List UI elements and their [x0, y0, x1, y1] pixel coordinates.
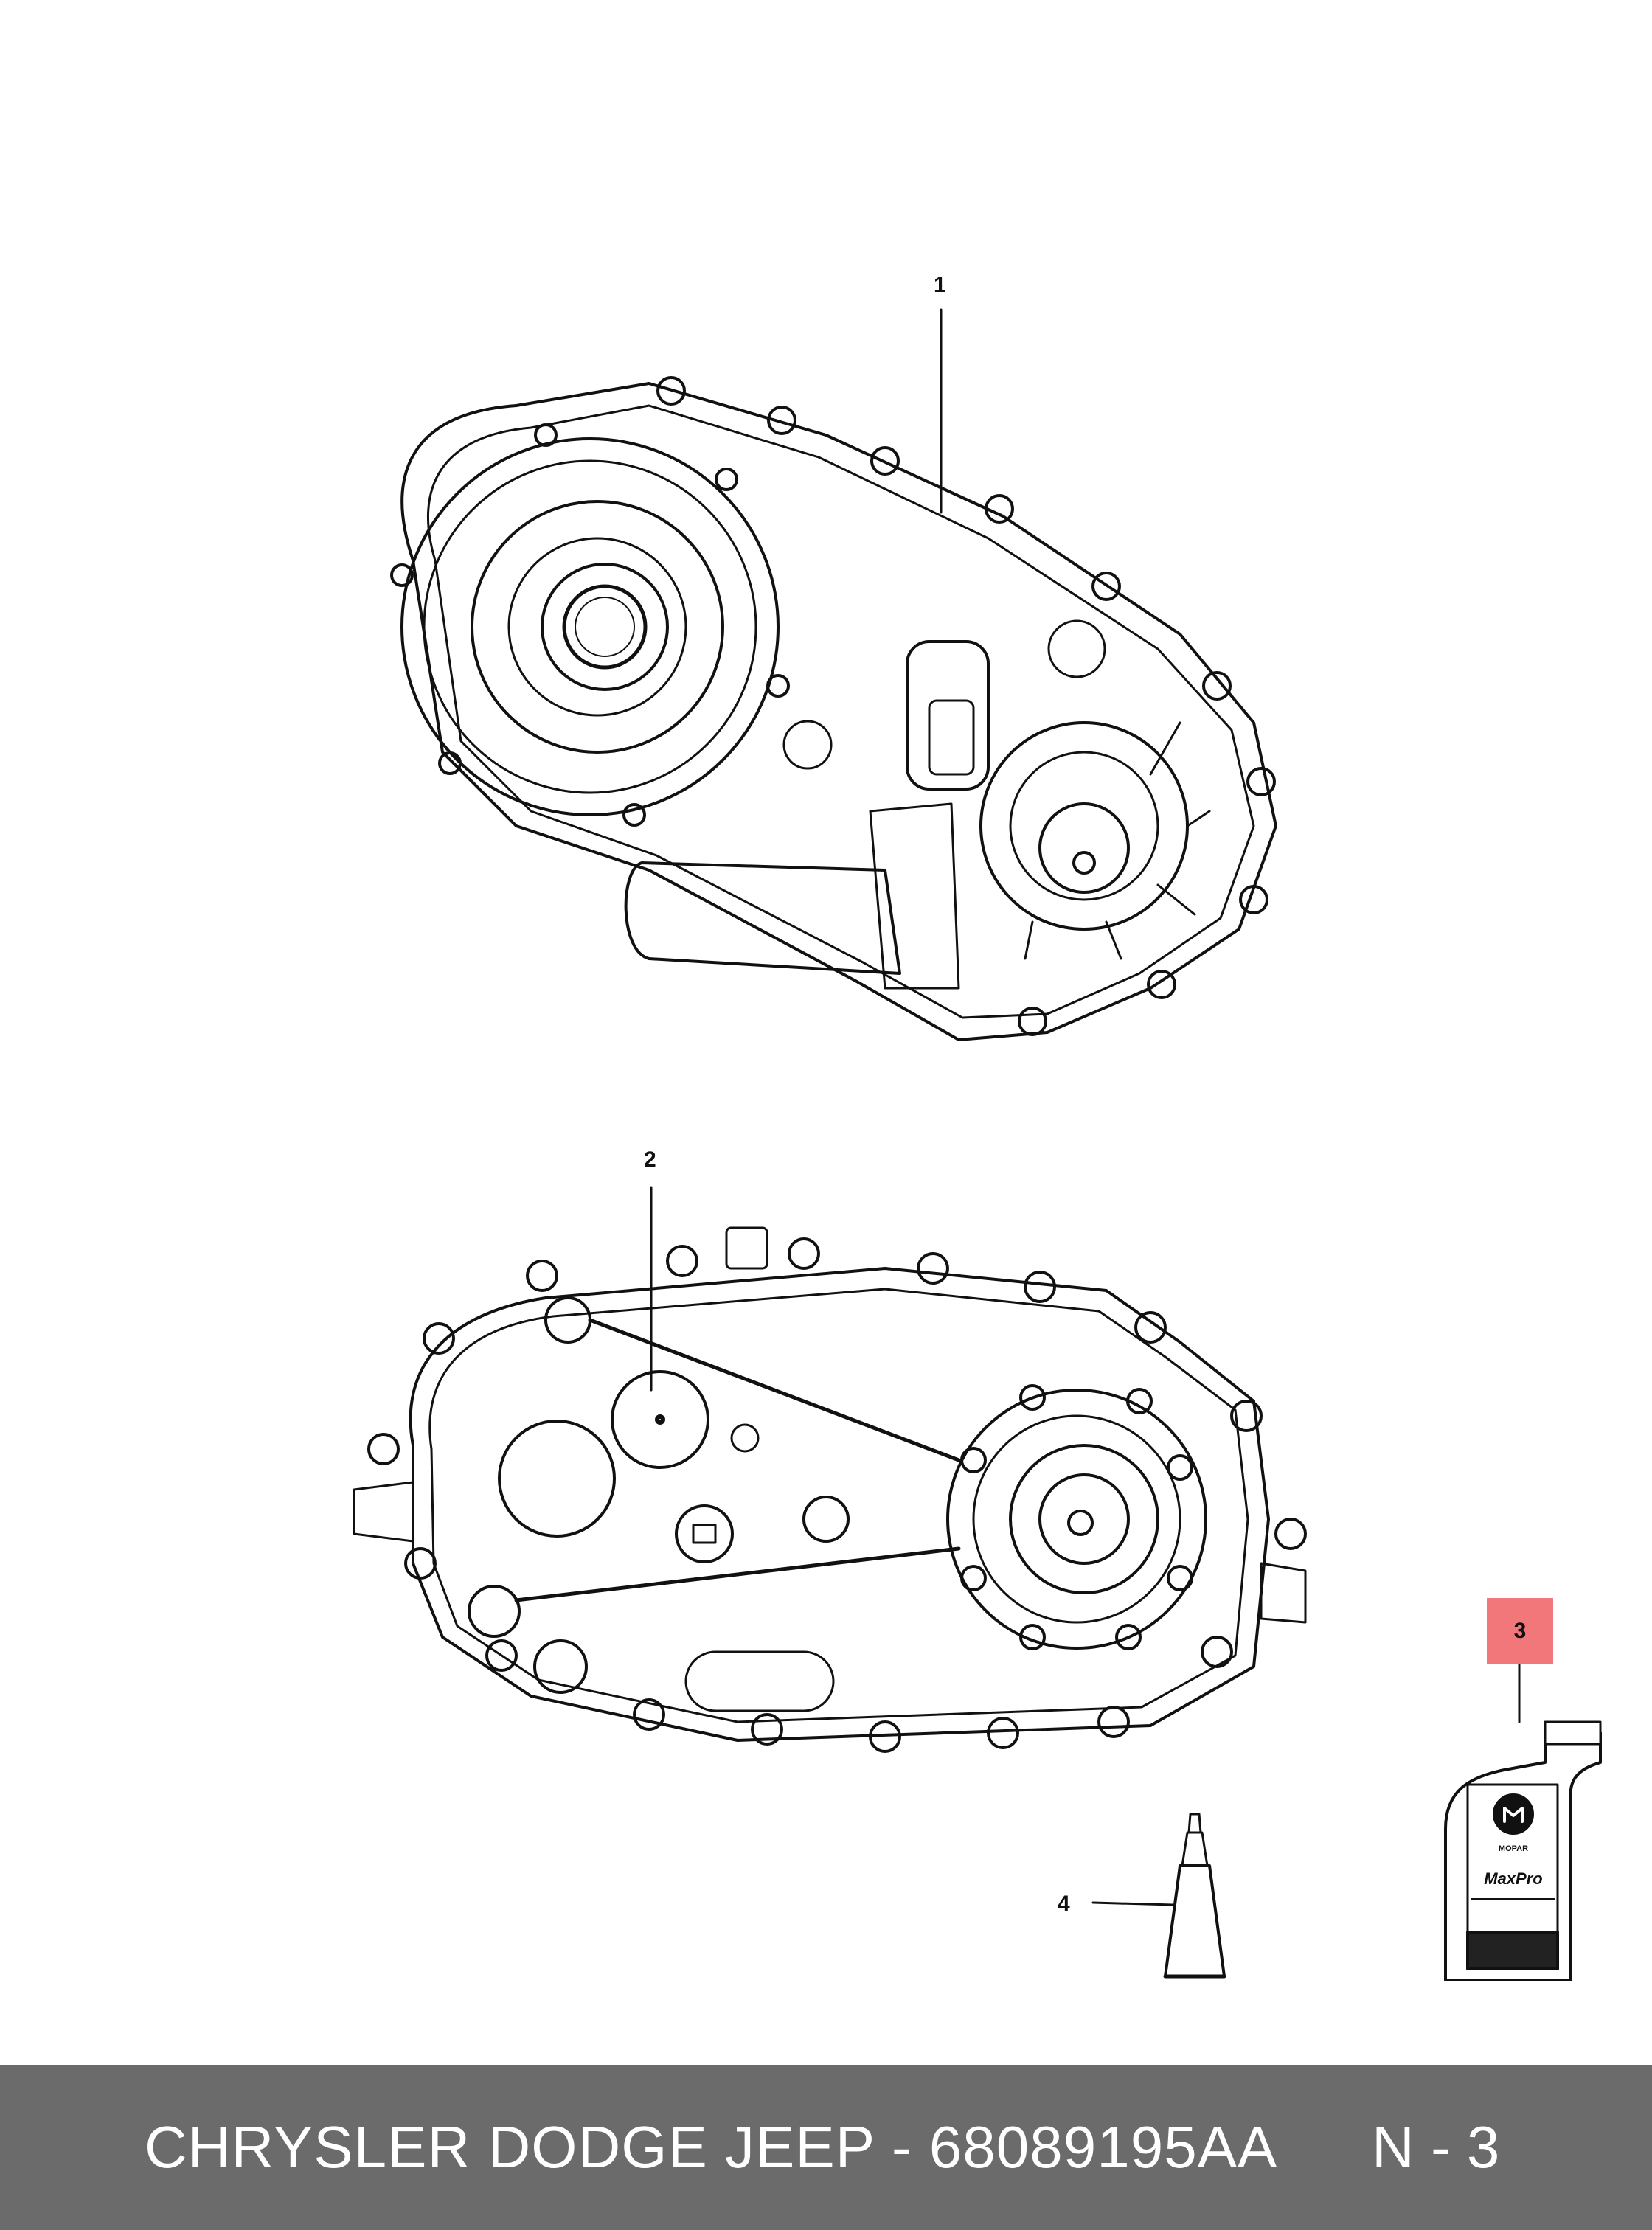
- transfer-case-half: [353, 1226, 1307, 1753]
- callout-1: 1: [934, 273, 946, 297]
- reference-number-text: N - 3: [1372, 2114, 1500, 2180]
- sealant-tube: [1163, 1813, 1226, 1979]
- fluid-bottle: [1444, 1720, 1602, 1981]
- callout-4-leader: [1092, 1901, 1174, 1906]
- parts-diagram: MOPAR MaxPro: [353, 308, 1602, 1981]
- footer-bar: CHRYSLER DODGE JEEP - 68089195AA N - 3: [0, 2065, 1652, 2230]
- bottle-brand-text: MOPAR: [1499, 1844, 1528, 1853]
- part-number-text: CHRYSLER DODGE JEEP - 68089195AA: [145, 2114, 1278, 2180]
- callout-2: 2: [644, 1147, 656, 1172]
- callout-4: 4: [1058, 1892, 1070, 1916]
- callout-3: 3: [1487, 1598, 1553, 1664]
- transfer-case-assembly: [390, 376, 1277, 1041]
- bottle-product-text: MaxPro: [1484, 1869, 1542, 1888]
